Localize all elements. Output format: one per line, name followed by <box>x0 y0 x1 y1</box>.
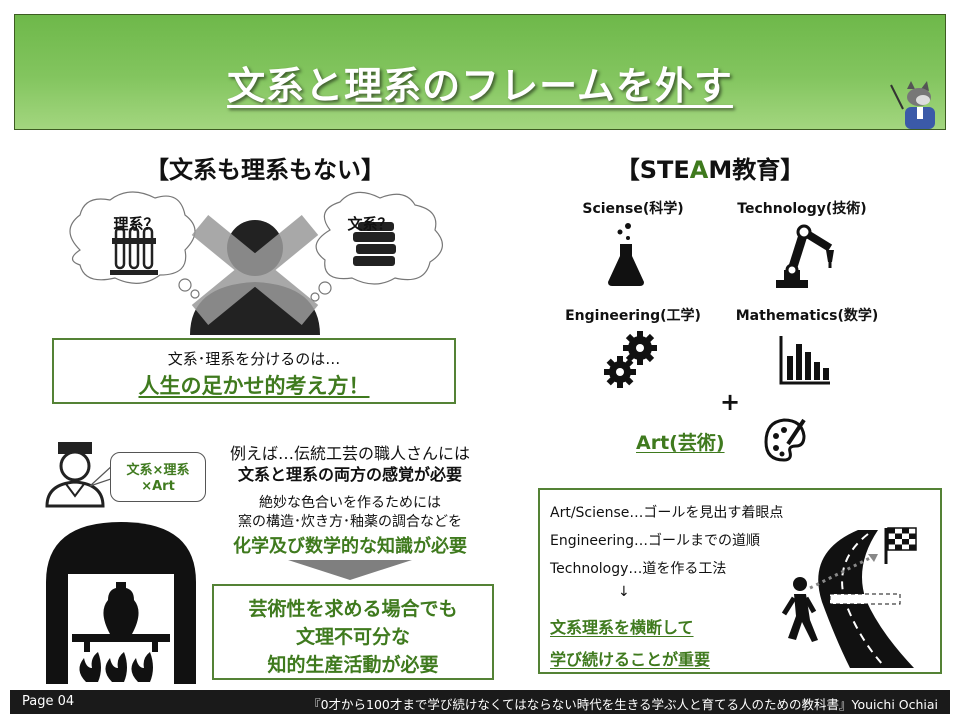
result-line3: 知的生産活動が必要 <box>267 654 439 676</box>
detail-line1: 絶妙な色合いを作るためには <box>259 495 441 511</box>
title-banner: 文系と理系のフレームを外す <box>14 14 946 130</box>
kiln-icon <box>46 522 196 684</box>
craft-bubble-line2: ×Art <box>141 479 175 494</box>
craft-bubble: 文系×理系 ×Art <box>110 452 206 502</box>
checkered-flag-icon <box>884 527 917 564</box>
detail-line2: 窯の構造･炊き方･釉薬の調合などを <box>238 514 462 530</box>
bar-chart-icon <box>779 336 830 385</box>
left-summary-box: 文系･理系を分けるのは… 人生の足かせ的考え方！ <box>52 338 456 404</box>
result-line2: 文理不可分な <box>295 626 410 648</box>
left-box-line2: 人生の足かせ的考え方！ <box>138 374 370 398</box>
plus-sign: + <box>719 388 741 416</box>
craft-bubble-line1: 文系×理系 <box>126 463 190 478</box>
bubble-right-label: 文系？ <box>347 215 393 233</box>
detail-line3: 化学及び数学的な知識が必要 <box>233 536 467 557</box>
bubble-left-label: 理系？ <box>113 215 159 233</box>
right-heading-prefix: 【STE <box>615 156 690 184</box>
right-box-line3: Technology…道を作る工法 <box>550 561 727 577</box>
road-icon <box>781 527 917 668</box>
page-title: 文系と理系のフレームを外す <box>227 64 733 108</box>
footer-page: Page 04 <box>22 694 75 709</box>
right-heading-a: A <box>689 156 709 184</box>
books-icon <box>353 222 396 266</box>
palette-icon <box>764 418 806 462</box>
result-line1: 芸術性を求める場合でも <box>248 598 458 620</box>
left-heading: 【文系も理系もない】 <box>145 156 385 184</box>
right-box-line1: Art/Sciense…ゴールを見出す着眼点 <box>550 505 784 521</box>
test-tubes-icon <box>110 226 158 275</box>
right-box-arrow: ↓ <box>618 584 630 600</box>
right-heading: 【STEAM教育】 <box>560 150 860 185</box>
mathematics-label: Mathematics(数学) <box>735 308 879 324</box>
down-arrow <box>288 560 412 580</box>
gears-icon <box>604 331 657 388</box>
right-box-line4: 文系理系を横断して <box>550 618 694 637</box>
right-box-line2: Engineering…ゴールまでの道順 <box>550 533 760 549</box>
right-box-line5: 学び続けることが重要 <box>550 650 711 669</box>
engineering-label: Engineering(工学) <box>565 308 701 324</box>
art-label: Art(芸術) <box>636 432 725 454</box>
walking-person-icon <box>781 577 818 642</box>
example-line1: 例えば…伝統工芸の職人さんには <box>229 444 470 463</box>
footer-bar: Page 04 『0才から100才まで学び続けなくてはならない時代を生きる学ぶ人… <box>10 690 950 714</box>
left-box-line1: 文系･理系を分けるのは… <box>167 350 341 368</box>
right-heading-suffix: M教育】 <box>708 156 805 184</box>
flask-icon <box>608 223 644 286</box>
example-line2: 文系と理系の両方の感覚が必要 <box>237 465 462 484</box>
footer-book: 『0才から100才まで学び続けなくてはならない時代を生きる学ぶ人と育てる人のため… <box>308 697 938 712</box>
result-box: 芸術性を求める場合でも 文理不可分な 知的生産活動が必要 <box>212 584 494 680</box>
person-crossed-icon <box>69 191 443 335</box>
robot-arm-icon <box>776 224 834 288</box>
craftsman-icon <box>45 442 105 508</box>
wolf-mascot-icon <box>890 81 935 129</box>
right-summary-box: Art/Sciense…ゴールを見出す着眼点 Engineering…ゴールまで… <box>538 488 942 674</box>
science-label: Sciense(科学) <box>582 201 684 217</box>
technology-label: Technology(技術) <box>737 201 867 217</box>
